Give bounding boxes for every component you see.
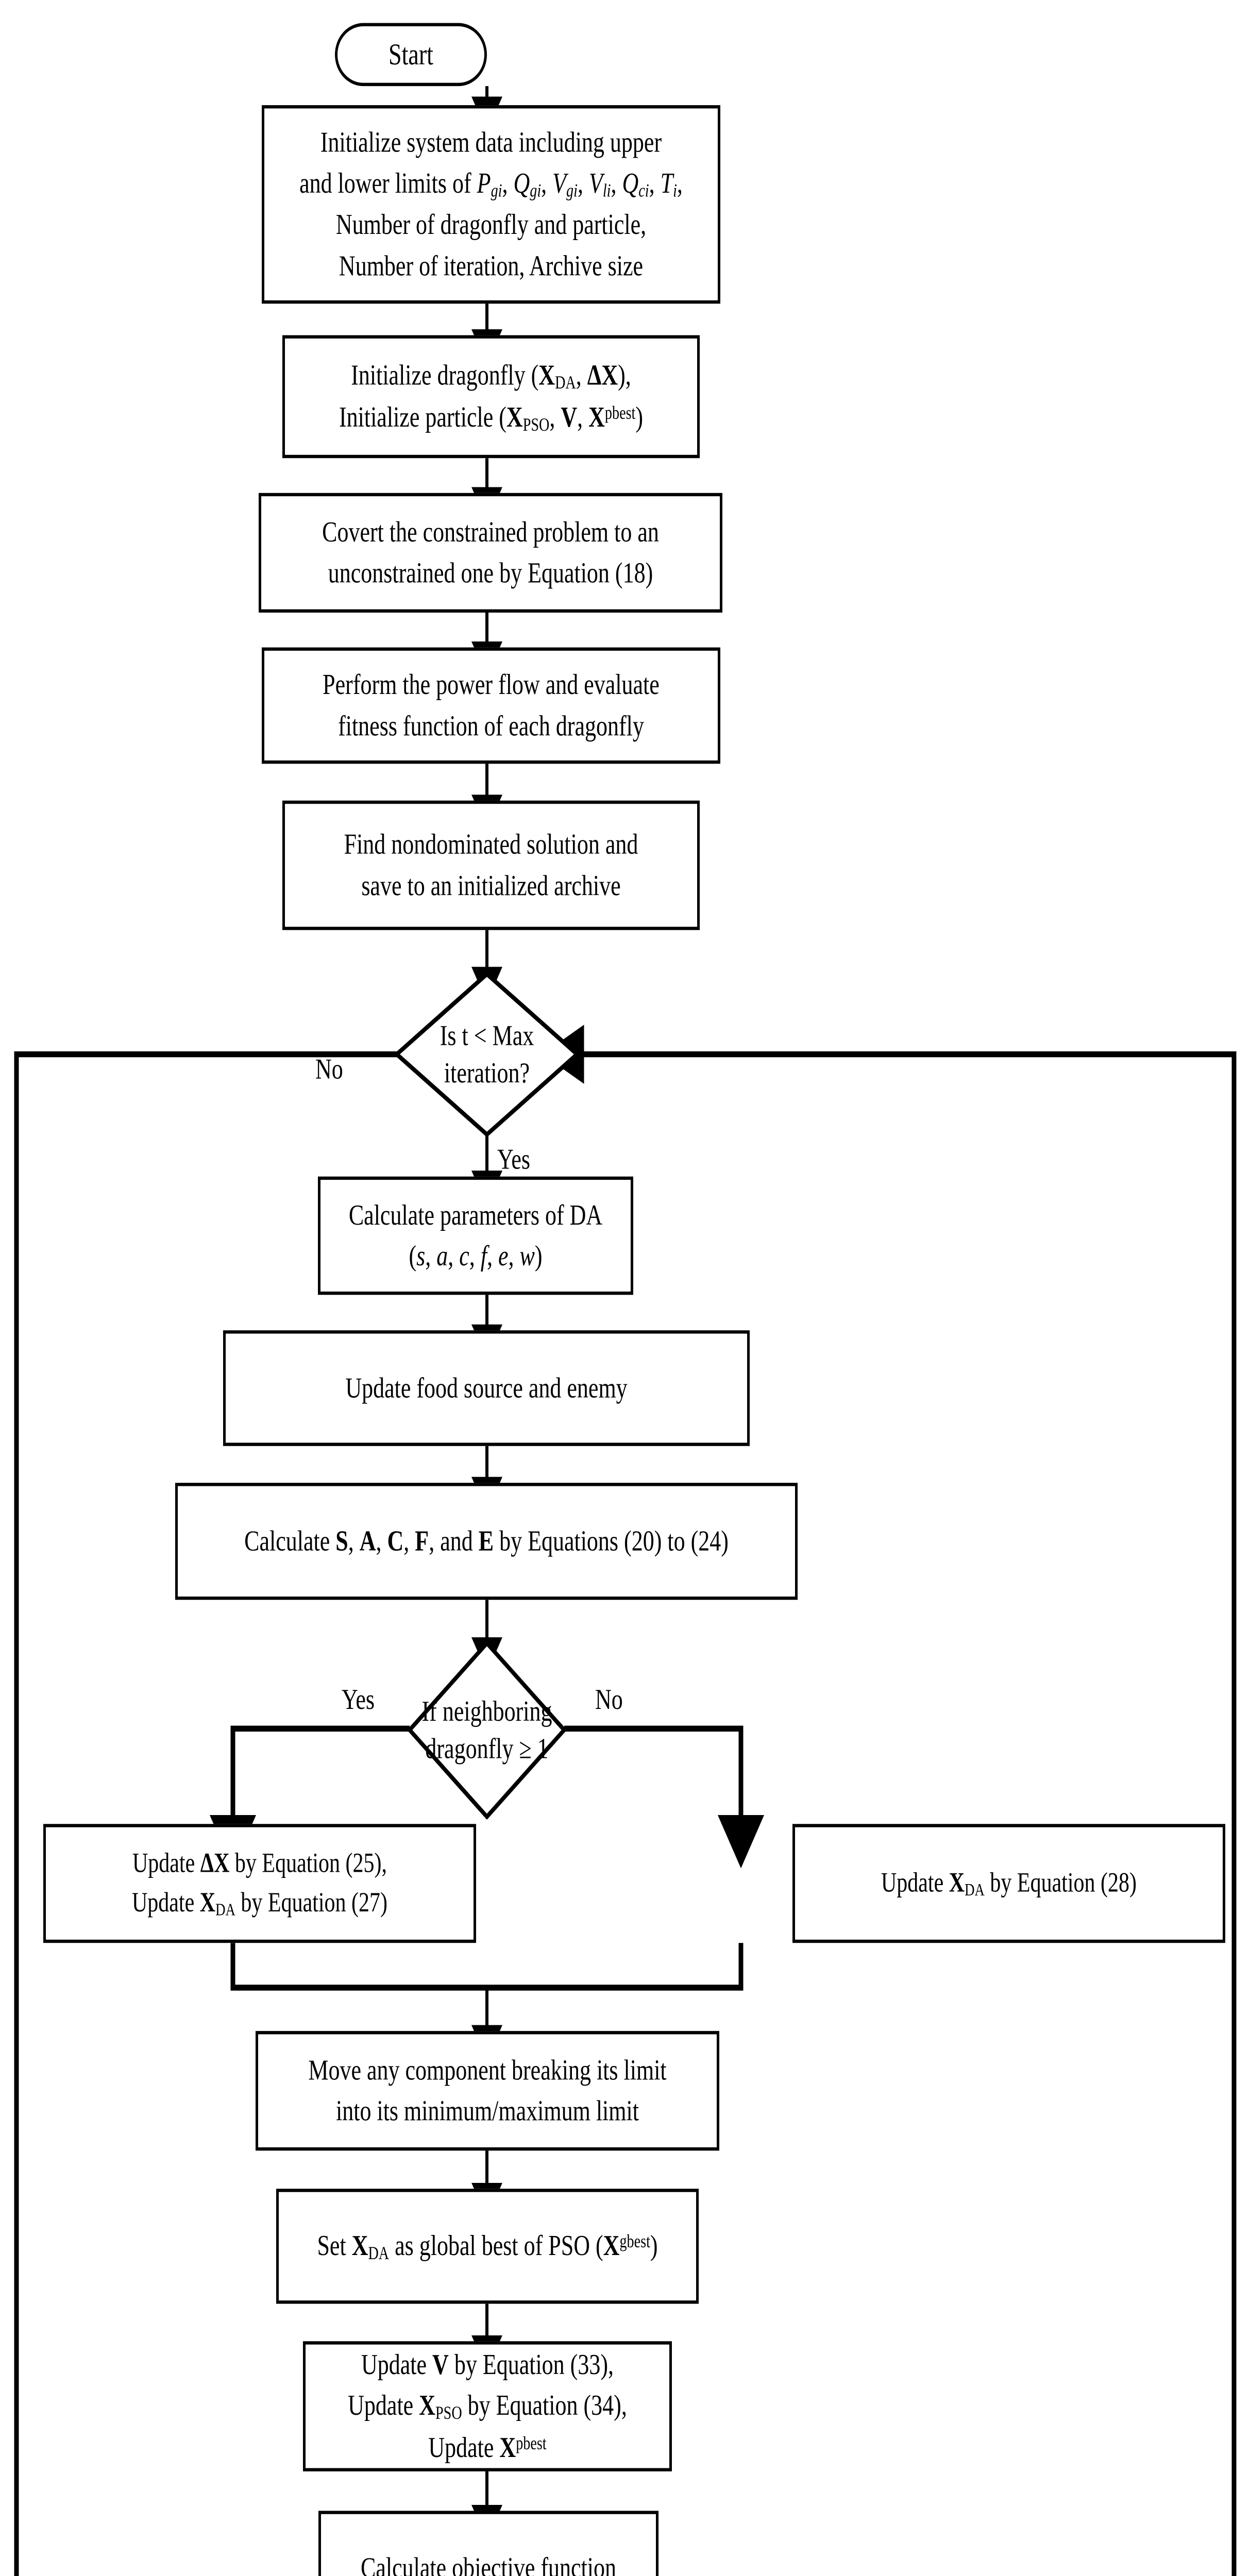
- node-update-pso[interactable]: Update V by Equation (33), Update XPSO b…: [303, 2341, 672, 2471]
- decision-neighboring-shape[interactable]: [408, 1640, 566, 1820]
- line: Is t < Max iteration?: [440, 1019, 534, 1089]
- line-update-xpso: Update XPSO by Equation (34),: [348, 2389, 627, 2424]
- line: fitness function of each dragonfly: [338, 709, 644, 742]
- line: into its minimum/maximum limit: [336, 2094, 639, 2127]
- decision-iteration-label: Is t < Max iteration?: [395, 972, 579, 1137]
- line: If neighboring: [421, 1694, 552, 1727]
- line: Calculate parameters of DA: [348, 1198, 603, 1231]
- line: Find nondominated solution and: [344, 828, 638, 861]
- line: dragonfly ≥ 1: [425, 1732, 549, 1765]
- line-sacfe: Calculate S, A, C, F, and E by Equations…: [244, 1524, 729, 1557]
- node-start-label: Start: [388, 38, 433, 72]
- line: unconstrained one by Equation (18): [328, 556, 653, 589]
- line: Update food source and enemy: [345, 1371, 628, 1404]
- node-calculate-objective[interactable]: Calculate objective function: [318, 2511, 658, 2576]
- line-update-v: Update V by Equation (33),: [361, 2348, 614, 2381]
- line: Initialize system data including upper: [320, 126, 662, 159]
- node-clamp-limits[interactable]: Move any component breaking its limit in…: [256, 2031, 719, 2151]
- decision-iteration-shape[interactable]: [395, 971, 579, 1138]
- line: Calculate objective function: [360, 2551, 617, 2576]
- node-calculate-sacfe[interactable]: Calculate S, A, C, F, and E by Equations…: [175, 1483, 798, 1600]
- node-perform-power-flow[interactable]: Perform the power flow and evaluate fitn…: [262, 647, 720, 764]
- line-with-symbols: and lower limits of Pgi, Qgi, Vgi, Vli, …: [299, 167, 683, 201]
- line: Move any component breaking its limit: [308, 2054, 667, 2086]
- node-find-nondominated-initial[interactable]: Find nondominated solution and save to a…: [282, 800, 700, 930]
- line-update-xda-27: Update XDA by Equation (27): [131, 1887, 388, 1919]
- line-update-xda-28: Update XDA by Equation (28): [881, 1868, 1137, 1900]
- edge-label-iteration-yes: Yes: [497, 1143, 531, 1176]
- decision-neighboring-label: If neighboring dragonfly ≥ 1: [408, 1640, 566, 1819]
- node-update-xda-28[interactable]: Update XDA by Equation (28): [792, 1824, 1225, 1943]
- node-set-global-best[interactable]: Set XDA as global best of PSO (Xgbest): [276, 2189, 699, 2304]
- line: Perform the power flow and evaluate: [323, 668, 660, 701]
- line-init-particle: Initialize particle (XPSO, V, Xpbest): [339, 400, 644, 435]
- node-update-delta-x[interactable]: Update ΔX by Equation (25), Update XDA b…: [43, 1824, 476, 1943]
- node-update-food-enemy[interactable]: Update food source and enemy: [223, 1330, 750, 1446]
- node-calculate-da-parameters[interactable]: Calculate parameters of DA (s, a, c, f, …: [318, 1176, 633, 1295]
- edge-label-neighboring-yes: Yes: [342, 1683, 375, 1716]
- line-da-params: (s, a, c, f, e, w): [409, 1240, 543, 1272]
- edge-label-neighboring-no: No: [595, 1683, 623, 1716]
- line-init-dragonfly: Initialize dragonfly (XDA, ΔX),: [351, 359, 631, 394]
- node-initialize-system-data[interactable]: Initialize system data including upper a…: [262, 105, 720, 304]
- node-start[interactable]: Start: [335, 23, 487, 87]
- line: Covert the constrained problem to an: [322, 515, 659, 548]
- line-update-dx: Update ΔX by Equation (25),: [132, 1848, 387, 1879]
- line: Number of dragonfly and particle,: [335, 208, 647, 241]
- node-convert-constrained[interactable]: Covert the constrained problem to an unc…: [259, 493, 722, 613]
- node-initialize-agents[interactable]: Initialize dragonfly (XDA, ΔX), Initiali…: [282, 335, 700, 459]
- line-update-xpbest: Update Xpbest: [428, 2431, 547, 2464]
- line: save to an initialized archive: [361, 869, 621, 902]
- line: Number of iteration, Archive size: [339, 249, 644, 282]
- edge-label-iteration-no: No: [315, 1053, 343, 1086]
- line-set-gbest: Set XDA as global best of PSO (Xgbest): [317, 2229, 658, 2264]
